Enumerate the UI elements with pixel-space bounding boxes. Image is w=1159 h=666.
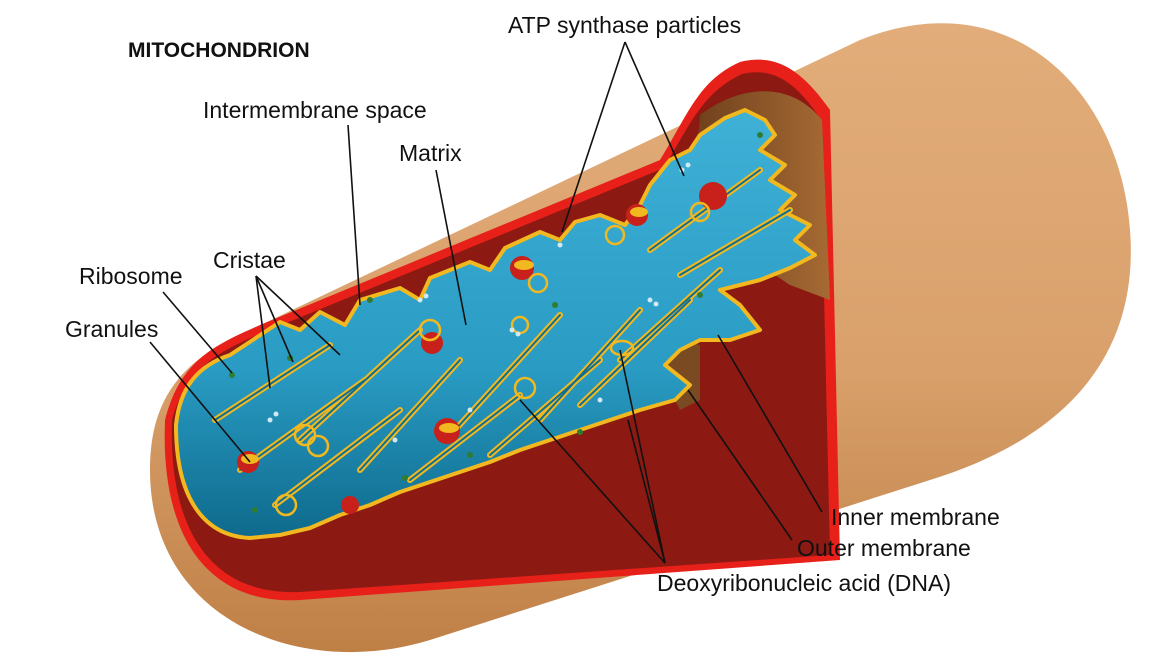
label-dna: Deoxyribonucleic acid (DNA) — [657, 570, 951, 596]
label-granules: Granules — [65, 316, 158, 342]
label-matrix: Matrix — [399, 140, 462, 166]
leader-lines — [149, 41, 823, 564]
atp-particles — [267, 162, 691, 443]
label-cristae: Cristae — [213, 247, 286, 273]
label-outer-membrane: Outer membrane — [797, 535, 971, 561]
label-atp-synthase: ATP synthase particles — [508, 12, 741, 38]
label-inner-membrane: Inner membrane — [831, 504, 1000, 530]
label-intermembrane-space: Intermembrane space — [203, 97, 427, 123]
matrix-region — [174, 108, 817, 540]
ribosome-dots — [229, 132, 763, 513]
diagram-title: MITOCHONDRION — [128, 39, 310, 62]
label-ribosome: Ribosome — [79, 263, 183, 289]
dna-rings — [274, 201, 711, 517]
